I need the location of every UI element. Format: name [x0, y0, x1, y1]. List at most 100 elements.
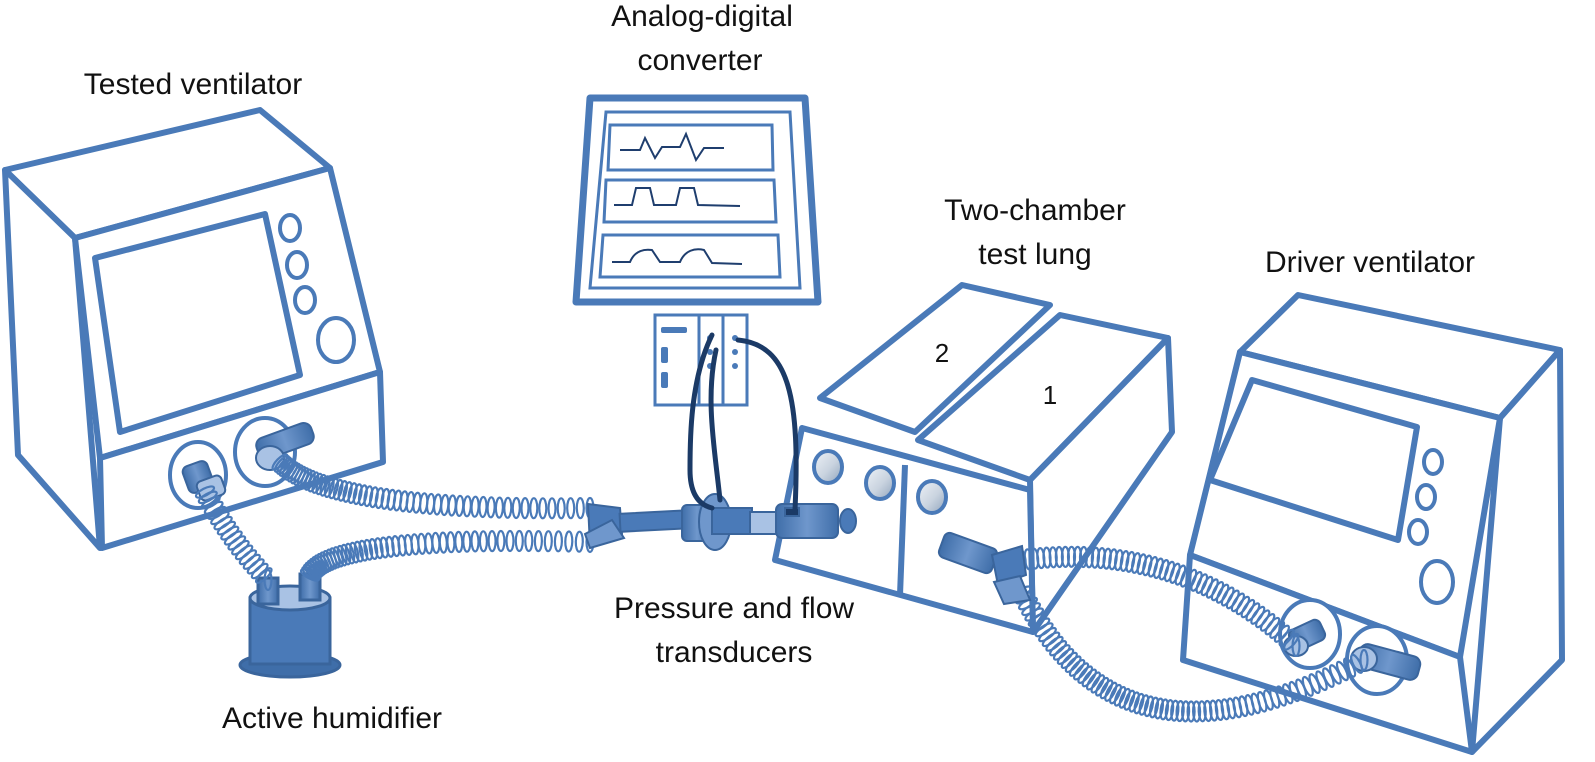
tube-coil: [543, 530, 553, 553]
tube-coil: [1108, 548, 1118, 571]
tube-coil: [524, 529, 534, 553]
tested-ventilator: [2, 107, 386, 551]
tube-coil: [1197, 700, 1207, 723]
tube-coil: [1090, 674, 1106, 694]
tube-coil: [1136, 553, 1147, 576]
tube-coil: [1164, 699, 1175, 722]
chamber-1-label: 1: [1043, 380, 1057, 410]
tube-coil: [1283, 632, 1300, 651]
tube-coil: [533, 530, 544, 553]
tube-coil: [271, 453, 289, 471]
test-lung-connector: [937, 531, 1032, 606]
tube-coil: [1118, 687, 1131, 709]
tube-coil: [319, 475, 331, 497]
tube-coil: [1095, 676, 1110, 697]
tube-coil: [1068, 658, 1086, 677]
signal-panel: [598, 123, 782, 279]
tube-coil: [323, 476, 335, 499]
tube-coil: [1081, 668, 1097, 688]
tube-coil: [462, 495, 472, 518]
tube-coil: [1052, 644, 1071, 661]
test-lung-gauge: [916, 479, 948, 515]
tube-coil: [511, 496, 521, 520]
waveform-traces: [612, 131, 743, 265]
tube-coil: [1102, 547, 1112, 570]
tube-coil: [575, 497, 585, 520]
adc-label-line1: Analog-digital: [611, 0, 793, 33]
tube-coil: [363, 538, 374, 561]
test-lung-label-line1: Two-chamber: [944, 194, 1126, 227]
tube-coil: [470, 530, 480, 553]
tube-coil: [263, 568, 273, 592]
tube-coil: [1215, 583, 1230, 604]
tube-coil: [1077, 665, 1094, 684]
two-chamber-test-lung: [772, 282, 1175, 635]
tube-coil: [1109, 683, 1122, 705]
tube-coil: [344, 542, 356, 565]
tube-coil: [454, 530, 464, 553]
tube-coil: [496, 529, 506, 553]
tube-coil: [556, 497, 566, 520]
tube-coil: [1230, 592, 1245, 613]
tube-coil: [1034, 622, 1054, 638]
tube-coil: [1190, 570, 1203, 592]
tube-coil: [336, 544, 348, 567]
driver-ventilator-ports: [1283, 618, 1422, 681]
chamber-2-label: 2: [935, 338, 949, 368]
tube-coil: [566, 497, 576, 520]
tube-coil: [1045, 635, 1064, 652]
tube-coil: [1291, 634, 1301, 658]
tube-coil: [342, 481, 353, 503]
tube-coil: [349, 541, 360, 564]
tube-coil: [1147, 555, 1159, 578]
tube-coil: [1169, 562, 1181, 584]
tube-coil: [1158, 559, 1170, 581]
driver-ventilator-label: Driver ventilator: [1265, 246, 1475, 279]
tube-coil: [1170, 699, 1180, 722]
driver-ventilator-knob: [1422, 448, 1444, 476]
tube-coil: [1174, 564, 1187, 586]
tube-coil: [1119, 550, 1130, 572]
driver-ventilator-screen: [1207, 377, 1420, 543]
tube-coil: [1049, 640, 1068, 657]
driver-tube-upper: [1017, 545, 1301, 658]
test-lung-gauge: [812, 449, 844, 485]
tube-coil: [1060, 651, 1078, 670]
driver-ventilator-knob: [1407, 518, 1429, 546]
tube-coil: [478, 530, 489, 553]
tube-coil: [1210, 580, 1225, 602]
tested-ventilator-screen: [92, 211, 303, 435]
tube-coil: [1125, 550, 1136, 573]
tube-coil: [340, 543, 352, 566]
tube-coil: [1148, 696, 1160, 719]
tube-coil: [1175, 700, 1185, 723]
tube-coil: [1185, 568, 1198, 590]
tube-coil: [276, 456, 293, 475]
tube-coil: [1163, 560, 1176, 583]
chamber-2-top: [817, 282, 1053, 435]
tube-coil: [529, 497, 539, 520]
tube-coil: [374, 487, 385, 510]
tube-coil: [1130, 552, 1142, 574]
tube-coil: [328, 477, 340, 500]
tube-coil: [352, 483, 363, 506]
tube-coil: [503, 496, 513, 519]
tube-coil: [455, 494, 465, 517]
tube-coil: [1359, 648, 1369, 672]
tube-coil: [553, 530, 564, 553]
tube-coil: [1113, 685, 1127, 707]
tube-coil: [487, 530, 497, 553]
tube-coil: [1086, 671, 1101, 691]
tube-coil: [446, 531, 456, 554]
test-lung-label-line2: test lung: [978, 238, 1091, 271]
humidifier-label: Active humidifier: [222, 702, 442, 735]
tube-coil: [1113, 549, 1124, 572]
tube-coil: [1128, 691, 1140, 713]
tube-coil: [1205, 578, 1219, 599]
tube-coil: [315, 473, 327, 496]
tube-coil: [337, 480, 349, 502]
tube-coil: [1143, 695, 1155, 718]
breathing-circuit-tubing: [194, 453, 1369, 723]
tube-coil: [1099, 679, 1114, 700]
